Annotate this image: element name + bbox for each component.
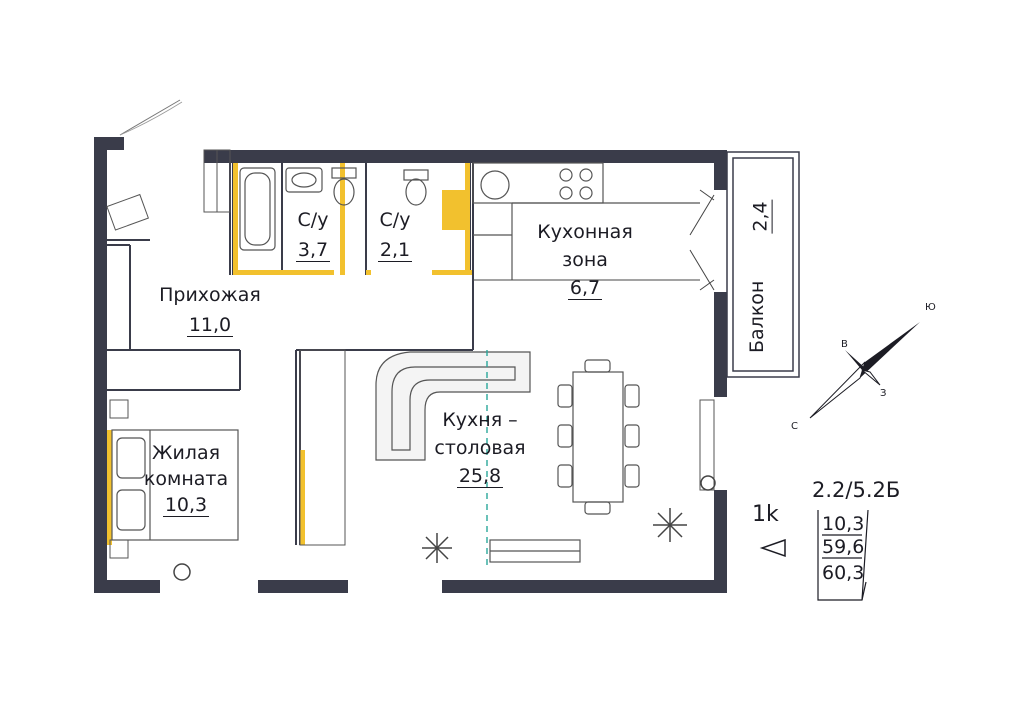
tv-unit [489, 539, 581, 563]
compass-west: З [880, 388, 887, 399]
bath1-name: С/у [297, 209, 329, 231]
kitchen-dining-area: 25,8 [456, 465, 504, 488]
hall-area: 11,0 [186, 314, 234, 337]
dining-table [557, 359, 640, 515]
area-with-balcony-value: 60,3 [822, 562, 865, 584]
area-living-value: 10,3 [822, 513, 865, 535]
bath2-label: С/у 2,1 [377, 208, 413, 262]
compass-rose [809, 322, 920, 419]
balcony-outline [726, 151, 800, 378]
apartment-type-code: 2.2/5.2Б [812, 478, 901, 502]
plants [173, 475, 716, 581]
compass-east: В [841, 339, 848, 350]
balcony-name: Балкон [746, 280, 768, 353]
area-total-value: 59,6 [822, 536, 865, 558]
kitchen-zone-area: 6,7 [567, 277, 603, 300]
kitchen-dining-label: Кухня – столовая 25,8 [425, 408, 535, 488]
corner-sofa [375, 351, 531, 461]
kitchen-zone-name-1: Кухонная [537, 221, 633, 243]
kitchen-zone-label: Кухонная зона 6,7 [530, 220, 640, 300]
bathtub [239, 167, 276, 251]
kitchen-counter [472, 162, 700, 280]
balcony-area: 2,4 [749, 199, 773, 234]
compass-north: С [791, 421, 798, 432]
kitchen-dining-name-2: столовая [434, 437, 526, 459]
bath2-name: С/у [379, 209, 411, 231]
accent-partitions [107, 163, 472, 545]
sanitary-fixtures [285, 167, 429, 206]
compass-south: Ю [925, 302, 936, 313]
walls [94, 137, 727, 593]
living-area: 10,3 [162, 494, 210, 517]
living-label: Жилая комната 10,3 [136, 441, 236, 517]
living-name-2: комната [143, 468, 229, 490]
direction-marker [759, 538, 786, 558]
bed [111, 429, 239, 541]
bath2-area: 2,1 [377, 239, 413, 262]
living-name-1: Жилая [151, 442, 221, 464]
kitchen-dining-name-1: Кухня – [442, 409, 518, 431]
bath1-label: С/у 3,7 [295, 208, 331, 262]
hall-name: Прихожая [159, 284, 261, 306]
bath1-area: 3,7 [295, 239, 331, 262]
rooms-count: 1k [752, 502, 779, 527]
hall-label: Прихожая 11,0 [155, 283, 265, 337]
area-table-lines [817, 509, 869, 601]
kitchen-zone-name-2: зона [562, 249, 608, 271]
